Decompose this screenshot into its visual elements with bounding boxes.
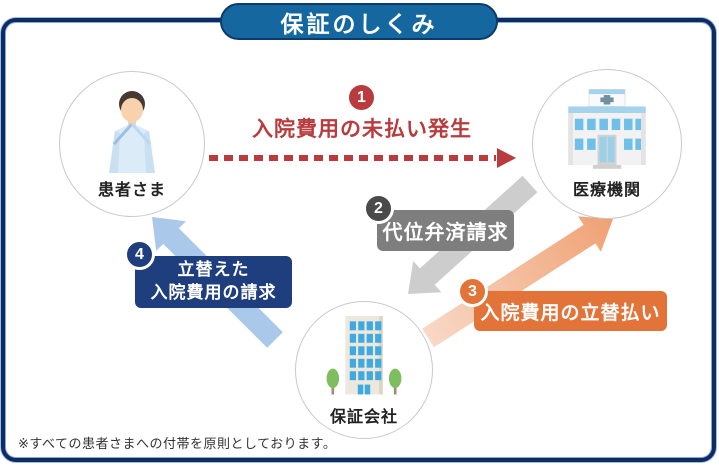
patient-label: 患者さま — [97, 181, 166, 199]
title-banner: 保証のしくみ — [220, 3, 498, 40]
step2-label: 代位弁済請求 — [382, 222, 509, 244]
step1-label: 入院費用の未払い発生 — [252, 118, 472, 141]
step3-number-badge: 3 — [457, 276, 488, 307]
entity-medical-institution: 医療機関 — [532, 69, 682, 219]
patient-icon — [109, 90, 155, 173]
step4-number-badge: 4 — [124, 239, 155, 270]
step3-label: 入院費用の立替払い — [480, 302, 661, 324]
footnote: ※すべての患者さまへの付帯を原則としております。 — [18, 436, 337, 451]
step4-label-box: 立替えた 入院費用の請求 — [135, 256, 292, 308]
medical-label: 医療機関 — [572, 181, 641, 199]
step1-number-badge: 1 — [346, 82, 377, 113]
entity-patient: 患者さま — [59, 71, 205, 217]
step1-arrow-head — [497, 148, 516, 168]
guarantor-label: 保証会社 — [329, 408, 398, 426]
step2-label-box: 代位弁済請求 — [377, 210, 514, 251]
step2-number-badge: 2 — [363, 193, 394, 224]
step4-label-line2: 入院費用の請求 — [150, 283, 277, 302]
entity-guarantee-company: 保証会社 — [295, 301, 433, 439]
page-title: 保証のしくみ — [280, 10, 438, 37]
office-building-icon — [326, 315, 402, 394]
hospital-icon — [568, 88, 646, 169]
step4-label-line1: 立替えた — [177, 260, 250, 280]
step3-arrow — [422, 216, 613, 348]
step3-label-box: 入院費用の立替払い — [474, 291, 667, 331]
